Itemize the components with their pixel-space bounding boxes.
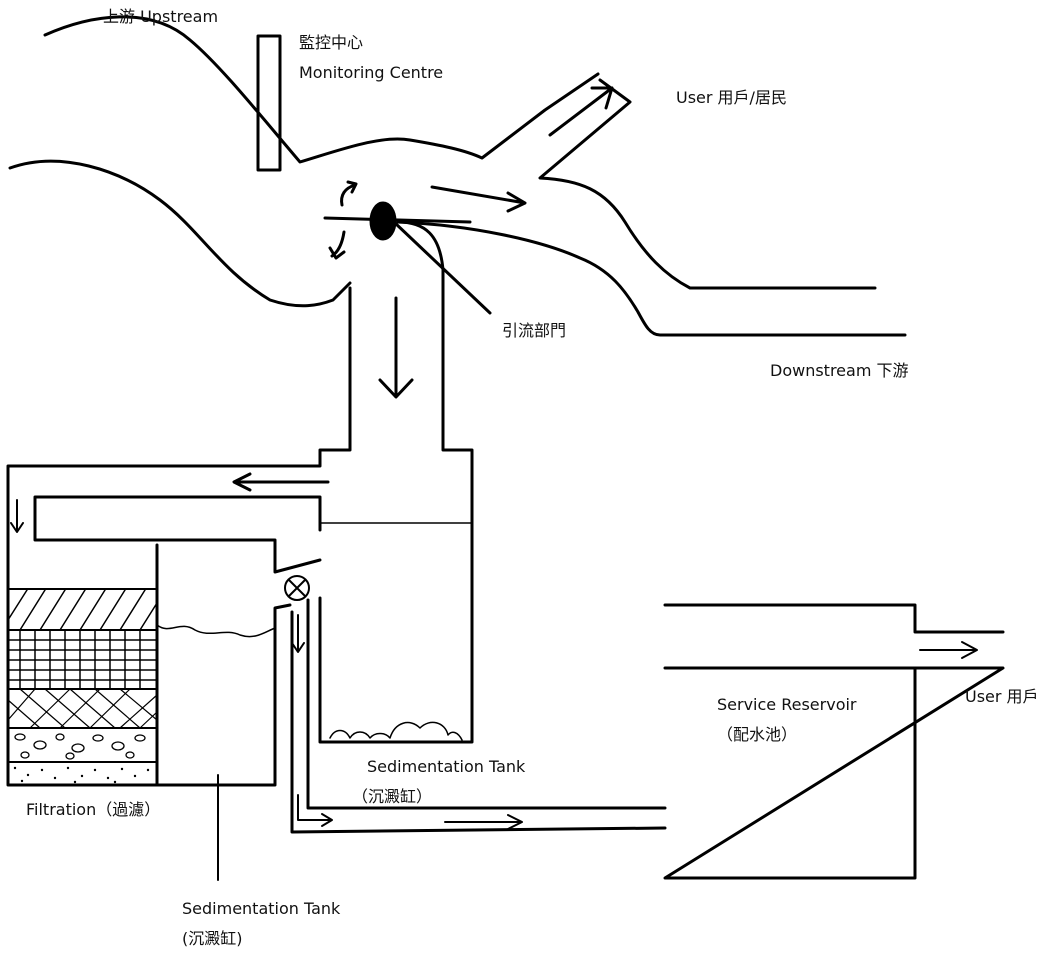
filtration-gravel-layer xyxy=(14,733,146,760)
label-upstream: 上游 Upstream xyxy=(103,7,219,26)
label-sedimentation-tank-2-en: Sedimentation Tank xyxy=(182,899,341,918)
river-upper-bank xyxy=(43,15,600,164)
filtration-crosshatch-layer xyxy=(7,688,158,729)
transfer-channel-wall xyxy=(33,495,322,574)
label-monitoring-zh: 監控中心 xyxy=(299,33,364,52)
transfer-flow-arrow xyxy=(232,472,330,492)
sludge xyxy=(329,721,463,741)
pipe-down-arrow xyxy=(291,614,305,653)
diversion-gate-lever xyxy=(323,216,472,224)
label-filtration: Filtration（過濾） xyxy=(26,800,161,819)
label-user-right: User 用戶 xyxy=(965,687,1039,706)
swirl-arrow-bottom xyxy=(328,230,346,260)
down-flow-arrow-left xyxy=(10,499,24,533)
pipe-flow-arrow xyxy=(444,814,523,830)
river-user-branch-bank xyxy=(538,78,877,290)
filtration-sand-layer xyxy=(13,766,150,784)
label-user-residents: User 用戶/居民 xyxy=(676,88,787,107)
valve xyxy=(284,575,310,601)
filtration-grid-layer xyxy=(7,629,158,690)
flow-arrow-to-user xyxy=(548,86,614,137)
pipe-upper xyxy=(306,598,667,810)
intake-channel-right-wall xyxy=(318,220,474,744)
pipe-elbow-arrow xyxy=(297,794,333,827)
label-sedimentation-tank-2-zh: (沉澱缸) xyxy=(182,929,243,948)
valve-cross xyxy=(288,579,306,597)
pipe-lower xyxy=(290,610,667,834)
label-diversion-gate: 引流部門 xyxy=(502,321,567,340)
label-sedimentation-tank-en: Sedimentation Tank xyxy=(367,757,526,776)
swirl-arrow-top xyxy=(340,180,358,207)
intake-flow-arrow xyxy=(378,296,414,399)
river-lower-bank xyxy=(8,159,352,308)
river-downstream-bank xyxy=(396,220,907,337)
label-service-reservoir-en: Service Reservoir xyxy=(717,695,857,714)
label-monitoring-en: Monitoring Centre xyxy=(299,63,444,82)
diversion-gate xyxy=(369,201,397,241)
label-sedimentation-tank-zh: （沉澱缸） xyxy=(352,787,433,806)
filtration-diagonal-layer xyxy=(7,589,158,631)
label-service-reservoir-zh: （配水池） xyxy=(717,725,798,744)
flow-arrow-downstream xyxy=(430,185,527,213)
intake-channel-left-wall xyxy=(6,286,352,787)
monitoring-tower xyxy=(256,34,282,172)
small-tank-water-surface xyxy=(156,624,276,638)
reservoir-outflow-arrow xyxy=(919,641,978,659)
label-downstream: Downstream 下游 xyxy=(770,361,909,380)
service-reservoir xyxy=(663,603,1005,880)
